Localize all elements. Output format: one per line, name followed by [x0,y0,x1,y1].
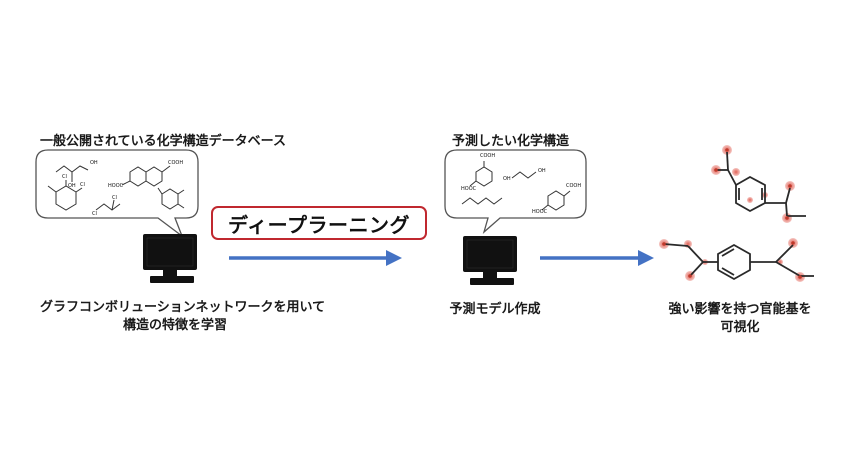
molecule-structure-icon [711,145,806,223]
stage1-caption-line1: グラフコンボリューションネットワークを用いて [40,300,326,315]
molecule-structure-icon [157,187,185,210]
mol-label: OH [538,168,546,174]
mol-label: OH [503,176,511,182]
stage2-caption: 予測モデル作成 [449,302,541,317]
stage3-caption-line1: 強い影響を持つ官能基を [668,302,812,317]
molecule-structure-icon [95,199,121,211]
database-title: 一般公開されている化学構造データベース [40,134,286,149]
mol-label: COOH [480,153,496,159]
stage3-caption-line2: 可視化 [720,320,760,335]
mol-label: COOH [566,183,582,189]
deep-learning-box: ディープラーニング [211,206,427,240]
mol-label: OH [90,160,98,166]
molecule-structure-icon [461,161,571,211]
prediction-title: 予測したい化学構造 [452,134,570,149]
mol-label: Cl [112,195,117,201]
mol-label: OH [68,183,76,189]
mol-label: COOH [168,160,184,166]
molecule-structure-icon [55,165,89,182]
stage1-caption-line2: 構造の特徴を学習 [122,318,227,333]
mol-label: Cl [62,174,67,180]
molecule-structure-icon [47,180,83,211]
molecule-structure-icon [121,165,171,187]
mol-label: HOOC [532,209,548,215]
mol-label: HOOC [461,186,477,192]
mol-label: Cl [92,211,97,217]
mol-label: HOOC [108,183,124,189]
molecule-structure-icon [659,238,814,282]
mol-label: Cl [80,182,85,188]
